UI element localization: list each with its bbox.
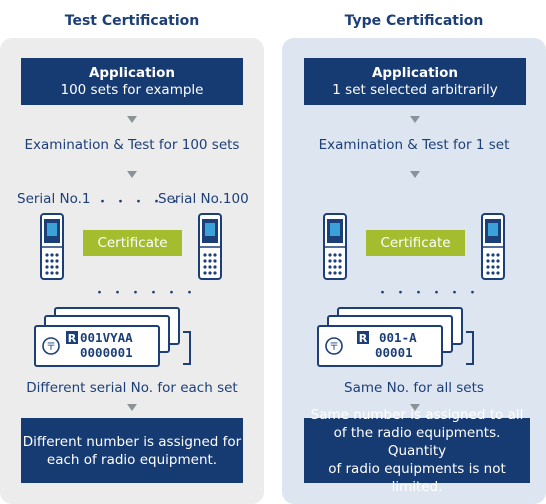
left-application-title: Application	[88, 64, 176, 81]
right-exam-text: Examination & Test for 1 set	[318, 137, 510, 153]
right-arrow-2	[410, 171, 420, 178]
right-application-sub: 1 set selected arbitrarily	[332, 81, 498, 98]
left-serial-first: Serial No.1	[17, 191, 91, 207]
right-arrow-1	[410, 116, 420, 123]
right-application-title: Application	[371, 64, 459, 81]
left-result-line1: Different number is assigned for	[22, 433, 242, 450]
left-radio-labels: 〒 R 001VYAA 0000001	[34, 307, 194, 369]
test-certification-heading: Test Certification	[64, 13, 200, 29]
right-result-line2: of the radio equipments. Quantity	[333, 424, 501, 459]
left-serial-note: Different serial No. for each set	[26, 380, 238, 396]
svg-text:〒: 〒	[329, 342, 339, 353]
right-arrow-3	[410, 404, 420, 411]
right-result-line1: Same number is assigned to all	[310, 406, 524, 423]
right-label-line1: 001-A	[379, 330, 417, 345]
type-certification-heading: Type Certification	[344, 13, 484, 29]
left-arrow-2	[127, 171, 137, 178]
right-phone-icon-2	[481, 213, 505, 280]
right-certificate-badge: Certificate	[366, 230, 465, 256]
left-serial-last: Serial No.100	[158, 191, 249, 207]
right-phone-icon-1	[323, 213, 347, 280]
left-more-dots: ・・・・・・	[93, 286, 202, 301]
right-result-box: Same number is assigned to all of the ra…	[304, 407, 530, 495]
right-radio-labels: 〒 R 001-A 00001	[317, 307, 477, 369]
right-application-box: Application 1 set selected arbitrarily	[304, 58, 526, 105]
left-phone-icon-1	[40, 213, 64, 280]
left-application-sub: 100 sets for example	[60, 81, 204, 98]
left-application-box: Application 100 sets for example	[21, 58, 243, 105]
left-certificate-badge: Certificate	[83, 230, 182, 256]
r-mark-icon: R	[66, 331, 78, 344]
svg-text:〒: 〒	[46, 342, 56, 353]
giteki-mark-icon: 〒	[42, 337, 60, 355]
left-arrow-3	[127, 404, 137, 411]
left-exam-text: Examination & Test for 100 sets	[24, 137, 240, 153]
left-phone-icon-2	[198, 213, 222, 280]
left-label-front: 〒 R 001VYAA 0000001	[34, 325, 160, 367]
left-label-line2: 0000001	[80, 345, 133, 360]
left-result-line2: each of radio equipment.	[46, 451, 218, 468]
right-result-line3: of radio equipments is not limited.	[328, 460, 506, 495]
right-serial-note: Same No. for all sets	[344, 380, 484, 396]
left-arrow-1	[127, 116, 137, 123]
right-label-line2: 00001	[375, 345, 413, 360]
svg-text:R: R	[68, 332, 77, 344]
r-mark-icon: R	[357, 331, 369, 344]
right-more-dots: ・・・・・・	[376, 286, 485, 301]
right-label-front: 〒 R 001-A 00001	[317, 325, 443, 367]
left-label-bracket	[183, 331, 191, 365]
right-label-bracket	[466, 331, 474, 365]
svg-text:R: R	[359, 332, 368, 344]
left-label-line1: 001VYAA	[80, 330, 133, 345]
left-serial-dots: ・・・・・	[96, 195, 187, 210]
left-result-box: Different number is assigned for each of…	[21, 418, 243, 483]
giteki-mark-icon: 〒	[325, 337, 343, 355]
